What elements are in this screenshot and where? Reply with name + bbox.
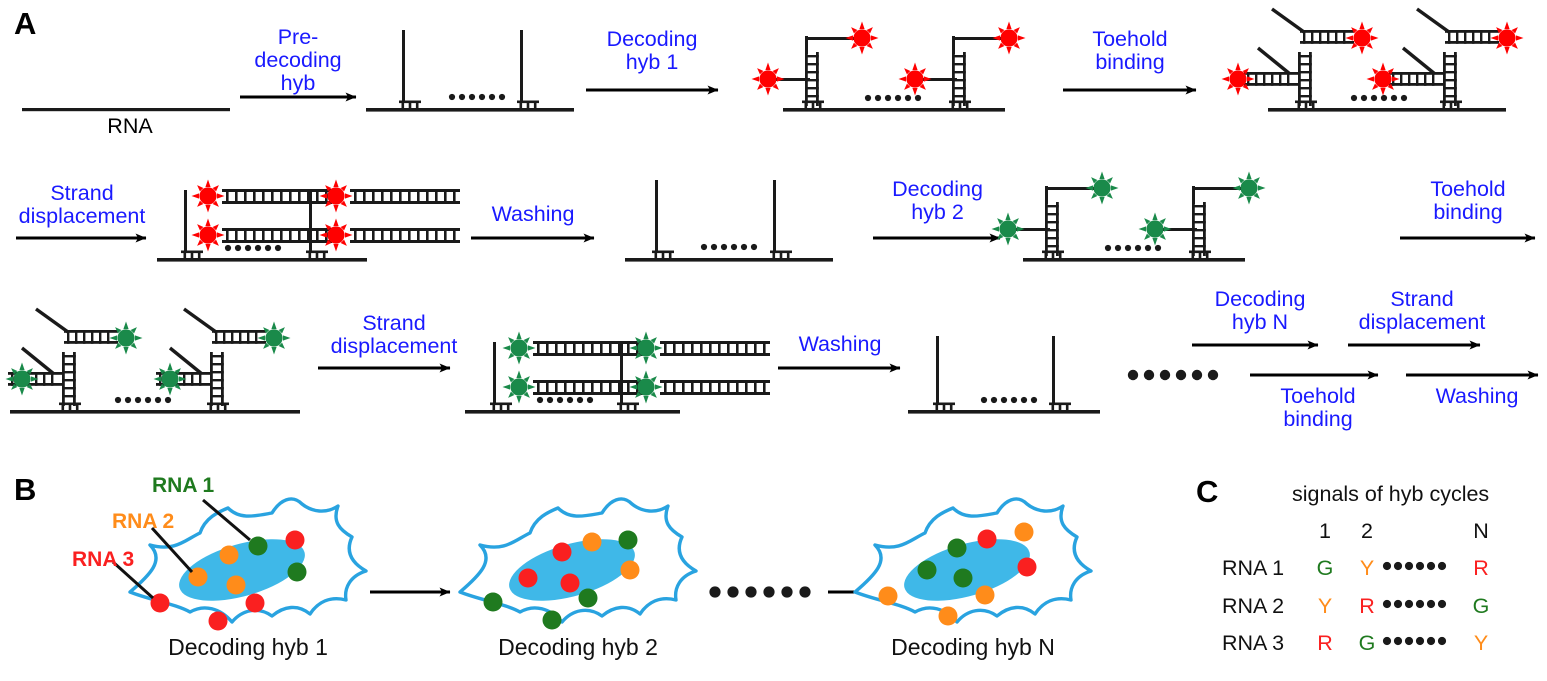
step-label-toehold-binding-2: Toehold binding: [1430, 177, 1506, 224]
row3-ellipsis: [1382, 636, 1447, 646]
rna-tag-1: RNA 1: [152, 474, 215, 497]
panel-letter-c: C: [1196, 474, 1219, 509]
structure-toehold-binding-1: [1216, 7, 1529, 112]
panelA-graphics: [0, 7, 1539, 414]
cell-rna1-cycle2: Y: [1359, 556, 1375, 580]
row-label-rna-2: RNA 2: [1222, 594, 1285, 618]
cell-rna3-cyclen: Y: [1473, 631, 1489, 655]
ellipsis-dots: [448, 93, 506, 101]
cell-rna3-cycle2: G: [1358, 631, 1376, 655]
rna-label: RNA: [107, 114, 153, 138]
rna-strand-bare: [22, 108, 230, 112]
structure-pre-decoding-hyb: [366, 30, 574, 112]
step-label-decoding-hyb-1: Decoding hyb 1: [606, 27, 698, 74]
row-label-rna-1: RNA 1: [1222, 556, 1285, 580]
step-label-washing-2: Washing: [798, 332, 882, 356]
step-label-washing-n: Washing: [1435, 384, 1519, 408]
rna1-dot: [287, 562, 307, 582]
step-label-strand-displacement-1: Strand displacement: [18, 181, 146, 228]
cell-ellipsis: [709, 586, 811, 598]
toehold-strand: [1271, 7, 1305, 34]
panel-letter-b: B: [14, 472, 37, 507]
panelB-graphics: [111, 497, 1093, 631]
panel-c-title: signals of hyb cycles: [1292, 482, 1490, 506]
structure-decoding-hyb-2: [986, 166, 1271, 262]
toehold-strand: [1256, 46, 1292, 76]
row2-ellipsis: [1382, 599, 1447, 609]
step-label-pre-decoding-hyb: Pre- decoding hyb: [254, 25, 342, 95]
cell-diagram-2: [458, 497, 698, 630]
cell-caption-2: Decoding hyb 2: [498, 634, 658, 660]
cell-rna2-cyclen: G: [1472, 594, 1490, 618]
step-label-decoding-hyb-n: Decoding hyb N: [1214, 287, 1306, 334]
cell-diagram-1: [111, 497, 368, 631]
rna-tag-3: RNA 3: [72, 548, 135, 571]
cell-rna2-cycle1: Y: [1317, 594, 1333, 618]
leader-rna3: [111, 560, 155, 600]
column-header-1: 1: [1319, 519, 1331, 543]
rna3-dot: [245, 593, 265, 613]
cycle-ellipsis: [1127, 369, 1219, 381]
rna2-dot: [226, 575, 246, 595]
step-label-strand-displacement-n: Strand displacement: [1358, 287, 1486, 334]
rna3-dot: [150, 593, 170, 613]
step-label-strand-displacement-2: Strand displacement: [330, 311, 458, 358]
rna3-dot: [285, 530, 305, 550]
cell-caption-n: Decoding hyb N: [891, 634, 1055, 660]
cell-caption-1: Decoding hyb 1: [168, 634, 328, 660]
structure-decoding-hyb-1: [746, 16, 1031, 112]
step-label-toehold-binding-n: Toehold binding: [1280, 384, 1356, 431]
cell-rna1-cyclen: R: [1473, 556, 1489, 580]
rna2-dot: [219, 545, 239, 565]
cell-diagram-n: [853, 497, 1093, 626]
structure-strand-displacement-2: [465, 326, 770, 414]
panel-letter-a: A: [14, 6, 37, 41]
step-label-toehold-binding-1: Toehold binding: [1092, 27, 1168, 74]
column-header-2: 2: [1361, 519, 1373, 543]
structure-strand-displacement-1: [157, 174, 460, 262]
row-label-rna-3: RNA 3: [1222, 631, 1285, 655]
leader-rna2: [150, 526, 194, 574]
cell-rna2-cycle2: R: [1359, 594, 1375, 618]
column-header-n: N: [1473, 519, 1489, 543]
rna3-dot: [208, 611, 228, 631]
rna2-dot: [188, 567, 208, 587]
cell-rna1-cycle1: G: [1316, 556, 1334, 580]
rna1-dot: [248, 536, 268, 556]
step-label-washing-1: Washing: [491, 202, 575, 226]
structure-toehold-binding-2: [0, 307, 300, 414]
leader-rna1: [202, 498, 251, 542]
panelC-graphics: [1382, 561, 1447, 646]
cell-rna3-cycle1: R: [1317, 631, 1333, 655]
step-label-decoding-hyb-2: Decoding hyb 2: [892, 177, 983, 224]
structure-washed-2: [908, 336, 1100, 414]
rna-tag-2: RNA 2: [112, 510, 175, 533]
structure-washed-1: [625, 180, 833, 262]
row1-ellipsis: [1382, 561, 1447, 571]
